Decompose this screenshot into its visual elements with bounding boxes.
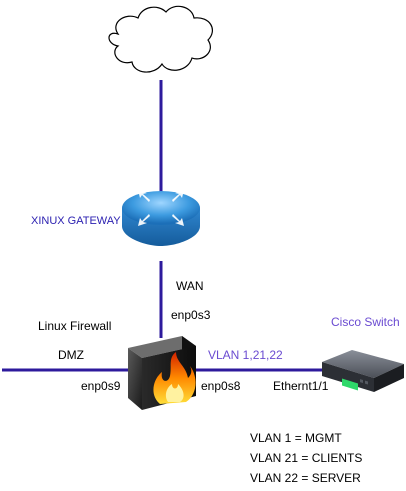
vlan-legend-item: VLAN 22 = SERVER (250, 471, 361, 485)
switch-label: Cisco Switch (331, 315, 400, 329)
vlan-legend: VLAN 1 = MGMT VLAN 21 = CLIENTS VLAN 22 … (250, 428, 362, 488)
firewall-icon (128, 336, 196, 410)
firewall-label: Linux Firewall (38, 319, 112, 333)
switch-uplink-interface: Ethernt1/1 (273, 379, 329, 393)
wan-label: WAN (176, 279, 204, 293)
dmz-label: DMZ (58, 348, 84, 362)
vlan-legend-item: VLAN 1 = MGMT (250, 431, 342, 445)
cloud-icon (108, 5, 213, 73)
firewall-wan-interface: enp0s3 (171, 308, 211, 322)
firewall-dmz-interface: enp0s9 (81, 379, 121, 393)
trunk-vlans-label: VLAN 1,21,22 (208, 348, 283, 362)
router-icon (122, 190, 200, 246)
vlan-legend-item: VLAN 21 = CLIENTS (250, 451, 363, 465)
gateway-label: XINUX GATEWAY (31, 215, 121, 227)
firewall-trunk-interface: enp0s8 (201, 379, 241, 393)
switch-icon (322, 350, 404, 392)
